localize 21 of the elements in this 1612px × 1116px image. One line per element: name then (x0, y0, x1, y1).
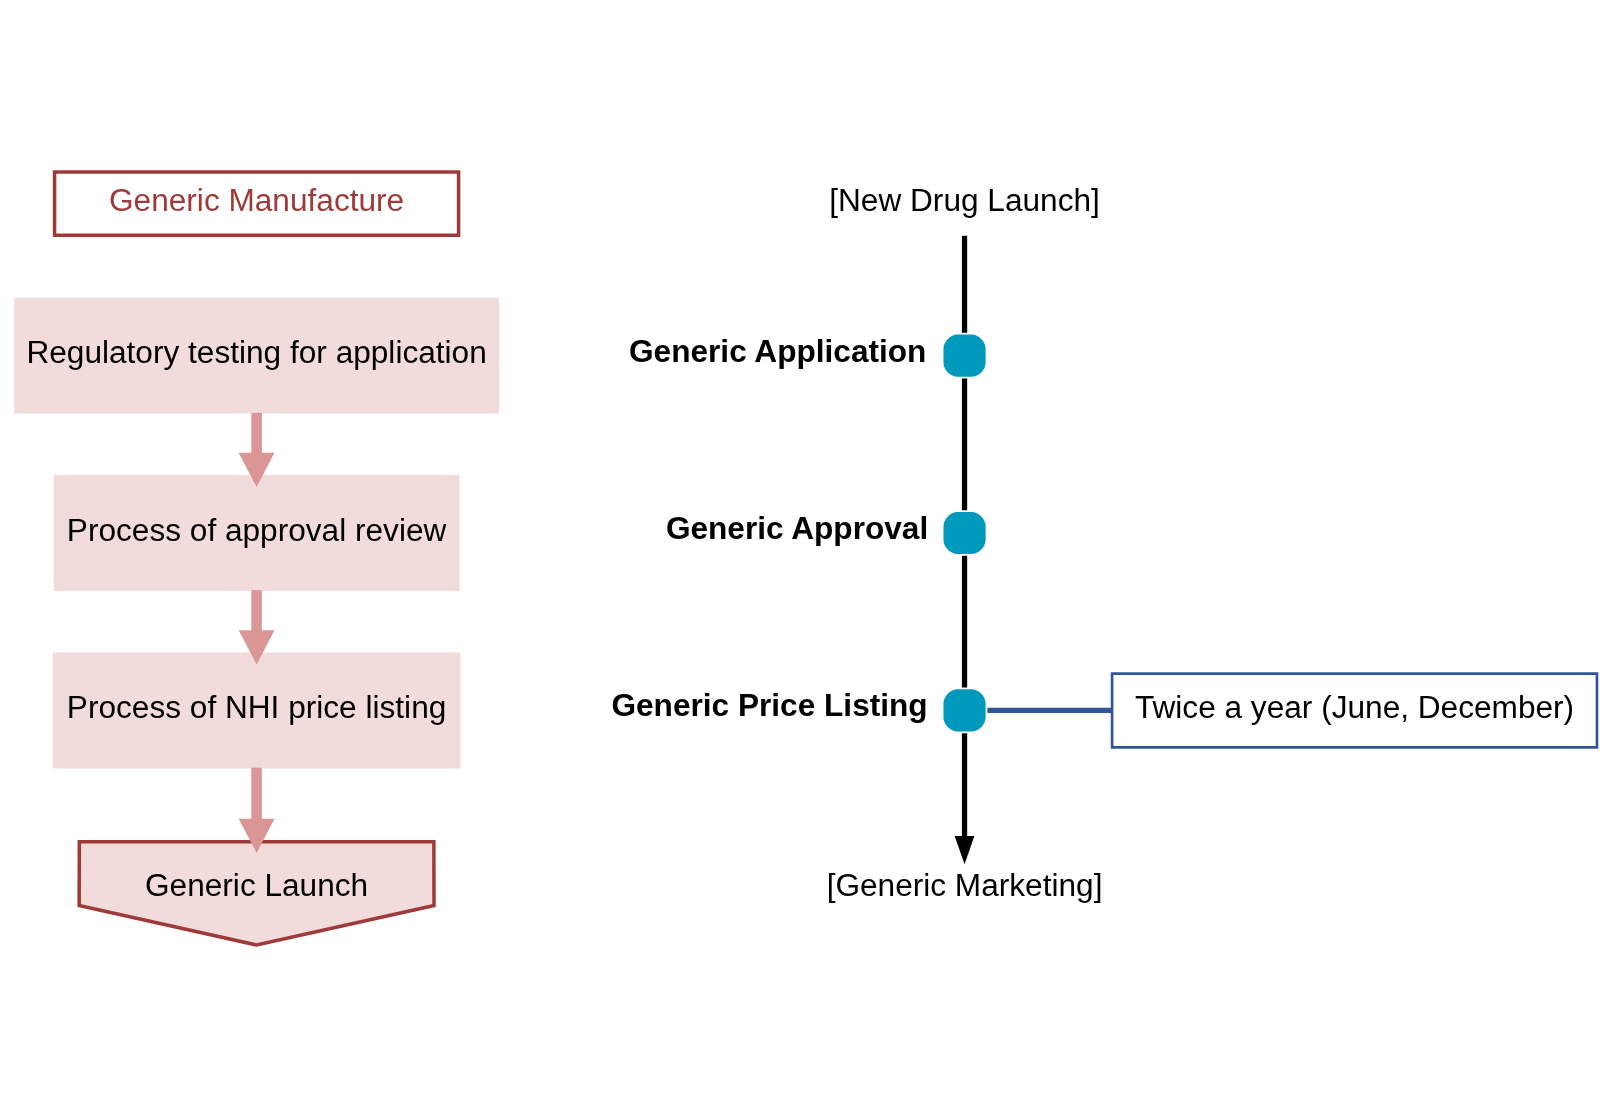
arrow (238, 412, 275, 487)
node-label: Generic Approval (665, 509, 929, 546)
node-label: Generic Price Listing (611, 686, 928, 723)
node-box: Regulatory testing for application (14, 297, 499, 414)
connector (961, 235, 968, 333)
arrow (238, 767, 275, 853)
node-label: Generic Application (629, 332, 927, 369)
node-text: [New Drug Launch] (829, 181, 1100, 218)
node-box: Process of NHI price listing (52, 652, 461, 768)
node-text: [Generic Marketing] (826, 866, 1103, 903)
node-circle (943, 334, 986, 377)
node-box: Twice a year (June, December) (1110, 671, 1599, 749)
node-box: Generic Manufacture (52, 169, 461, 237)
node-circle (943, 688, 986, 732)
arrow (238, 589, 275, 664)
arrow (954, 732, 975, 864)
connector (987, 707, 1112, 713)
node-box: Process of approval review (53, 474, 460, 591)
connector (961, 555, 968, 688)
connector (961, 377, 968, 510)
node-circle (943, 511, 986, 554)
